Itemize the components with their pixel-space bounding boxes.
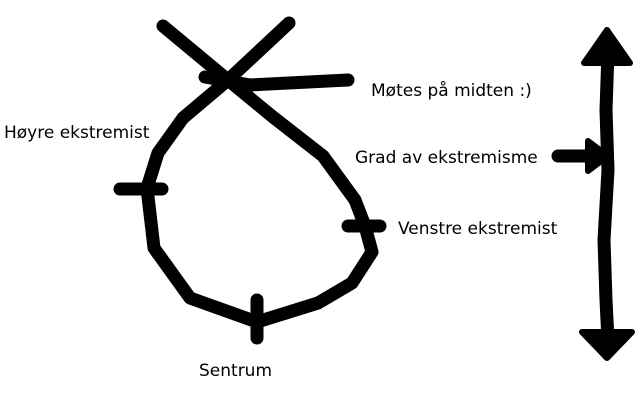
arrow-down-icon: [579, 329, 635, 361]
label-far-left: Venstre ekstremist: [398, 219, 558, 239]
label-far-right: Høyre ekstremist: [4, 123, 150, 143]
axis-pointer-head: [585, 138, 611, 174]
label-center: Sentrum: [199, 361, 273, 381]
spectrum-loop: [140, 16, 379, 329]
arrow-up-icon: [581, 27, 633, 66]
meeting-pointer: [198, 70, 355, 92]
label-meet-in-middle: Møtes på midten :): [371, 81, 532, 101]
label-degree-of-extremism: Grad av ekstremisme: [355, 148, 538, 168]
extremism-axis: [597, 45, 615, 347]
